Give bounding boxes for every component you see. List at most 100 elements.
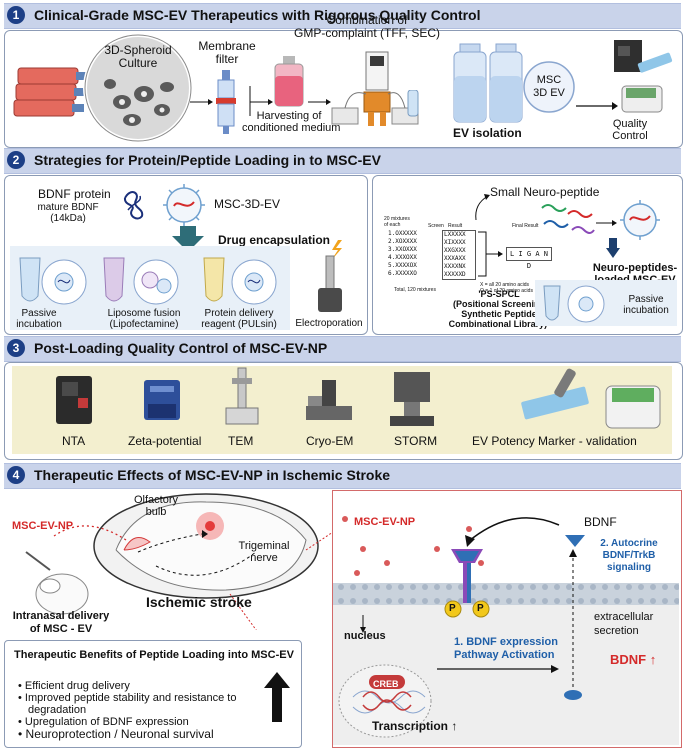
section-2-header: 2 Strategies for Protein/Peptide Loading…: [4, 148, 681, 174]
culture-flasks-icon: [13, 67, 88, 117]
section-number: 1: [7, 6, 25, 24]
section-title: Therapeutic Effects of MSC-EV-NP in Isch…: [34, 467, 391, 483]
benefit-item: degradation: [28, 704, 87, 716]
arrow-to-ev: [596, 220, 617, 226]
potency-validation-icon: [521, 368, 661, 429]
storm-instrument-icon: [390, 372, 434, 426]
cryo-em-instrument-icon: [306, 380, 352, 420]
nucleus-label: nucleus: [344, 630, 386, 642]
ligand-box: L I G A N D: [506, 247, 552, 270]
bdnf-protein-label: BDNF protein: [38, 187, 111, 201]
result-label: Result: [448, 223, 463, 229]
ev-isolation-label: EV isolation: [453, 126, 522, 140]
section-title: Post-Loading Quality Control of MSC-EV-N…: [34, 340, 328, 356]
down-arrow: [606, 238, 620, 258]
loaded-ev-icon: [620, 200, 660, 240]
electroporation-label: Electroporation: [295, 318, 363, 329]
electroporation-icon: [318, 240, 342, 312]
cell-msc-ev-np-label: MSC-EV-NP: [354, 516, 416, 528]
ev-vials-icon: [453, 43, 523, 123]
final-result-label: Final Result: [512, 223, 539, 229]
qc-arrow: [576, 102, 618, 110]
qc-label-cryo-em: Cryo-EM: [306, 434, 354, 448]
passive-incubation-icon: [543, 285, 605, 323]
section-1-header: 1 Clinical-Grade MSC-EV Therapeutics wit…: [4, 3, 681, 29]
msc-ev-np-label: MSC-EV-NP: [12, 520, 74, 532]
syringe-filter-icon: [216, 70, 236, 134]
medium-bottle-icon: [274, 56, 304, 107]
section-title: Clinical-Grade MSC-EV Therapeutics with …: [34, 7, 481, 23]
benefits-list: • Efficient drug delivery • Improved pep…: [18, 680, 268, 740]
tff-sec-system-icon: [331, 51, 419, 126]
transcription-label: Transcription ↑: [372, 719, 458, 733]
drug-encapsulation-label: Drug encapsulation: [218, 233, 331, 247]
bdnf-protein-icon: [123, 191, 144, 220]
potency-marker-label: EV Potency Marker - validation: [472, 434, 637, 448]
cell-signaling-illustration: [333, 516, 679, 745]
small-tube-icon: [407, 90, 419, 117]
nta-instrument-icon: [56, 376, 92, 424]
screen-label: Screen: [428, 223, 444, 229]
small-neuro-peptide-label: Small Neuro-peptide: [490, 185, 600, 199]
harvest-arrow: [249, 86, 251, 116]
spheroid-microscopy-icon: [83, 33, 193, 143]
mature-bdnf-label: mature BDNF(14kDa): [37, 202, 99, 224]
msc-3d-ev-label: MSC-3D-EV: [214, 197, 281, 211]
bdnf-up-label: BDNF ↑: [610, 652, 657, 667]
protein-delivery-reagent-icon: [203, 257, 277, 305]
liposome-fusion-icon: [103, 257, 179, 305]
total-mixtures-label: Total, 120 mixtures: [394, 287, 436, 293]
benefits-box: [4, 640, 302, 748]
bracket-arrow: [478, 231, 503, 277]
benefits-title: Therapeutic Benefits of Peptide Loading …: [14, 649, 294, 661]
msc-3d-ev-circle: [523, 61, 575, 113]
zeta-potential-instrument-icon: [144, 380, 180, 420]
qc-label-nta: NTA: [62, 434, 86, 448]
brain-illustration: [25, 493, 336, 630]
ischemic-stroke-label: Ischemic stroke: [146, 594, 252, 610]
section-3-header: 3 Post-Loading Quality Control of MSC-EV…: [4, 336, 681, 362]
qc-label-tem: TEM: [228, 434, 254, 448]
tem-instrument-icon: [225, 367, 259, 425]
benefit-item: • Improved peptide stability and resista…: [18, 692, 237, 704]
section-title: Strategies for Protein/Peptide Loading i…: [34, 152, 381, 168]
section-number: 3: [7, 339, 25, 357]
msc-3d-ev-vesicle-icon: [163, 184, 205, 226]
passive-incubation-icon: [19, 257, 87, 305]
upregulation-arrow: [264, 672, 290, 722]
phosphate-label-2: P: [477, 603, 484, 614]
encapsulation-arrow: [172, 226, 204, 252]
creb-label: CREB: [373, 679, 399, 689]
benefit-item: • Efficient drug delivery: [18, 680, 130, 692]
section-number: 4: [7, 466, 25, 484]
bdnf-label: BDNF: [584, 515, 617, 529]
phosphate-label-1: P: [449, 603, 456, 614]
liposome-fusion-label: Liposome fusion(Lipofectamine): [107, 308, 181, 330]
peptide-strands-icon: [541, 204, 595, 234]
benefit-item: • Upregulation of BDNF expression: [18, 716, 189, 728]
benefit-item: • Neuroprotection / Neuronal survival: [18, 727, 214, 741]
process-arrows: [190, 99, 331, 105]
qc-instruments-icon: [614, 40, 673, 113]
neuro-peptide-arrow: [475, 194, 490, 221]
